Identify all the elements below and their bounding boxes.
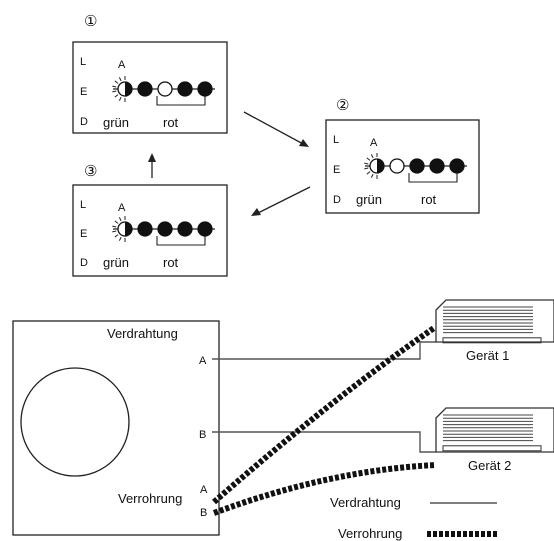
panel-2-letter-e: E (333, 164, 340, 176)
led-4-filled (177, 221, 193, 237)
controller-wiring-label: Verdrahtung (107, 326, 178, 341)
panel-3-number: ③ (84, 163, 97, 180)
device-2-fins (442, 414, 542, 452)
fin-base (442, 445, 542, 452)
panel-1-frame (72, 41, 228, 134)
pipe-to-device-2 (212, 462, 437, 516)
panel-1-red-label: rot (163, 115, 179, 130)
device-1: Gerät 1 (435, 299, 554, 363)
led-1-lit-half (112, 216, 133, 242)
wire-b-to-device-2 (212, 431, 436, 453)
device-1-body (435, 299, 554, 343)
status-panel-1: ① L E D A grün rot (72, 13, 228, 134)
controller-frame (12, 320, 220, 536)
device-1-fins (442, 306, 542, 344)
fin-base (442, 337, 542, 344)
pipe-to-device-1 (212, 325, 436, 505)
panel-2-red-label: rot (421, 192, 437, 207)
transition-arrow-3-to-1 (148, 153, 156, 178)
panel-3-frame (72, 184, 228, 277)
led-3-filled (157, 221, 173, 237)
led-4-filled (429, 158, 445, 174)
panel-3-green-label: grün (103, 255, 129, 270)
panel-2-led-row (364, 153, 467, 183)
panel-1-a-label: A (118, 59, 126, 71)
device-2-label: Gerät 2 (468, 458, 511, 473)
panel-1-led-row (112, 76, 215, 106)
led-2-filled (137, 81, 153, 97)
panel-2-green-label: grün (356, 192, 382, 207)
controller-dial (20, 367, 130, 477)
panel-2-a-label: A (370, 137, 378, 149)
panel-3-a-label: A (118, 202, 126, 214)
wire-a-to-device-1 (212, 341, 436, 360)
panel-3-letter-d: D (80, 257, 88, 269)
controller-port-b-label: B (199, 429, 206, 441)
led-3-empty (157, 81, 173, 97)
controller-piping-label: Verrohrung (118, 491, 182, 506)
panel-1-green-label: grün (103, 115, 129, 130)
panel-3-letter-e: E (80, 228, 87, 240)
device-1-label: Gerät 1 (466, 348, 509, 363)
led-3-filled (409, 158, 425, 174)
led-1-lit-half (364, 153, 385, 179)
led-2-filled (137, 221, 153, 237)
controller-piping-port-a: A (200, 484, 208, 496)
controller-unit: Verdrahtung A B Verrohrung A B (12, 320, 220, 536)
panel-3-led-row (112, 216, 215, 246)
status-panel-2: ② L E D A grün rot (325, 97, 480, 214)
led-5-filled (197, 81, 213, 97)
panel-1-letter-d: D (80, 116, 88, 128)
controller-piping-port-b: B (200, 507, 207, 519)
panel-2-number: ② (336, 97, 349, 114)
transition-arrow-1-to-2 (243, 111, 309, 147)
panel-3-letter-l: L (80, 199, 86, 211)
controller-port-a-label: A (199, 355, 207, 367)
led-5-filled (449, 158, 465, 174)
panel-1-letter-l: L (80, 56, 86, 68)
led-1-lit-half (112, 76, 133, 102)
transition-arrow-2-to-3 (251, 186, 311, 216)
panel-2-letter-l: L (333, 134, 339, 146)
legend: Verdrahtung Verrohrung (330, 495, 497, 541)
led-5-filled (197, 221, 213, 237)
led-4-filled (177, 81, 193, 97)
panel-1-letter-e: E (80, 86, 87, 98)
device-2: Gerät 2 (435, 407, 554, 473)
led-2-empty (389, 158, 405, 174)
legend-piping-label: Verrohrung (338, 526, 402, 541)
panel-3-red-label: rot (163, 255, 179, 270)
status-panel-3: ③ L E D A grün rot (72, 163, 228, 277)
panel-1-number: ① (84, 13, 97, 30)
panel-2-frame (325, 119, 480, 214)
panel-2-letter-d: D (333, 194, 341, 206)
legend-wiring-label: Verdrahtung (330, 495, 401, 510)
